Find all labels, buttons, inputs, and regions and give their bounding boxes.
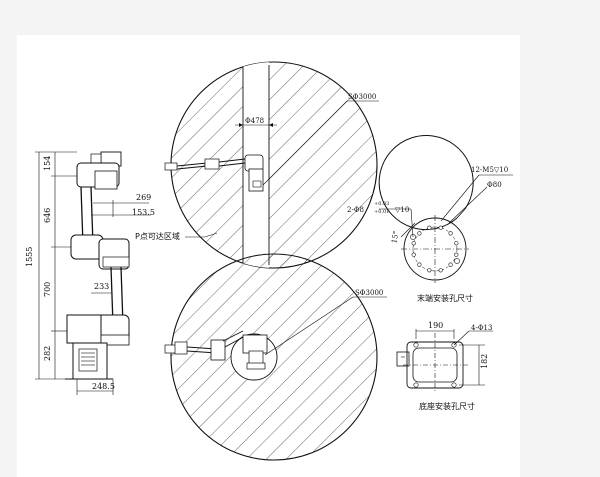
- dim-233: 233: [94, 282, 109, 291]
- thread-hole: [448, 262, 453, 267]
- base-hole-callout: 4-Φ13: [471, 324, 492, 332]
- pin-depth: ▽10: [395, 206, 409, 214]
- base-mount-title: 底座安装孔尺寸: [419, 401, 475, 411]
- dim-700: 700: [43, 282, 52, 297]
- angle-callout: 15°: [390, 230, 400, 244]
- base-width-dim: 190: [428, 321, 443, 330]
- side-elevation: 1555 154 646 700 282 269 153.5 233 248.5: [25, 151, 155, 395]
- drawing-sheet: Φ478 SΦ3000 P点可达区域 SΦ3000: [17, 35, 520, 477]
- top-workspace-view: Φ478 SΦ3000 P点可达区域: [135, 61, 379, 269]
- range-label-bottom: SΦ3000: [355, 289, 383, 297]
- thread-hole: [438, 225, 443, 230]
- robot-arm-folded-view: [164, 330, 268, 370]
- base-height-dim: 182: [480, 354, 489, 369]
- end-flange-title: 末端安装孔尺寸: [417, 293, 473, 303]
- thread-hole: [427, 268, 432, 273]
- base-mount-detail: 190 4-Φ13 182 底座安装孔尺寸: [396, 321, 493, 411]
- pcd-callout: Φ80: [487, 181, 502, 189]
- bottom-workspace-view: SΦ3000: [164, 253, 387, 461]
- pin-tol-upper: +0.03: [374, 201, 389, 207]
- flange-outer: [378, 135, 474, 231]
- thread-hole: [438, 268, 443, 273]
- robot-arm-top-view: [164, 154, 264, 192]
- thread-hole: [411, 252, 416, 257]
- thread-hole: [448, 231, 453, 236]
- thread-hole: [417, 262, 422, 267]
- p-reach-label: P点可达区域: [135, 231, 180, 241]
- dim-248-5: 248.5: [92, 382, 115, 391]
- thread-callout: 12-M5▽10: [471, 166, 508, 174]
- pin-tol-lower: +0.01: [374, 209, 389, 215]
- dim-269: 269: [136, 193, 151, 202]
- flange-thread-holes: [411, 225, 459, 273]
- dim-282: 282: [43, 346, 52, 361]
- end-flange-detail: 12-M5▽10 Φ80 2-Φ8 +0.03 +0.01 ▽10 15° 末端…: [347, 135, 513, 303]
- total-height-dim: 1555: [25, 247, 34, 267]
- range-label-top: SΦ3000: [348, 93, 376, 101]
- dim-154: 154: [43, 156, 52, 171]
- technical-drawing: Φ478 SΦ3000 P点可达区域 SΦ3000: [25, 61, 513, 461]
- pin-callout: 2-Φ8: [347, 206, 364, 214]
- thread-hole: [417, 231, 422, 236]
- column-width-label: Φ478: [245, 117, 264, 125]
- dim-153-5: 153.5: [132, 208, 155, 217]
- thread-hole: [454, 252, 459, 257]
- thread-hole: [454, 241, 459, 246]
- thread-hole: [427, 225, 432, 230]
- dim-646: 646: [43, 208, 52, 223]
- thread-hole: [411, 241, 416, 246]
